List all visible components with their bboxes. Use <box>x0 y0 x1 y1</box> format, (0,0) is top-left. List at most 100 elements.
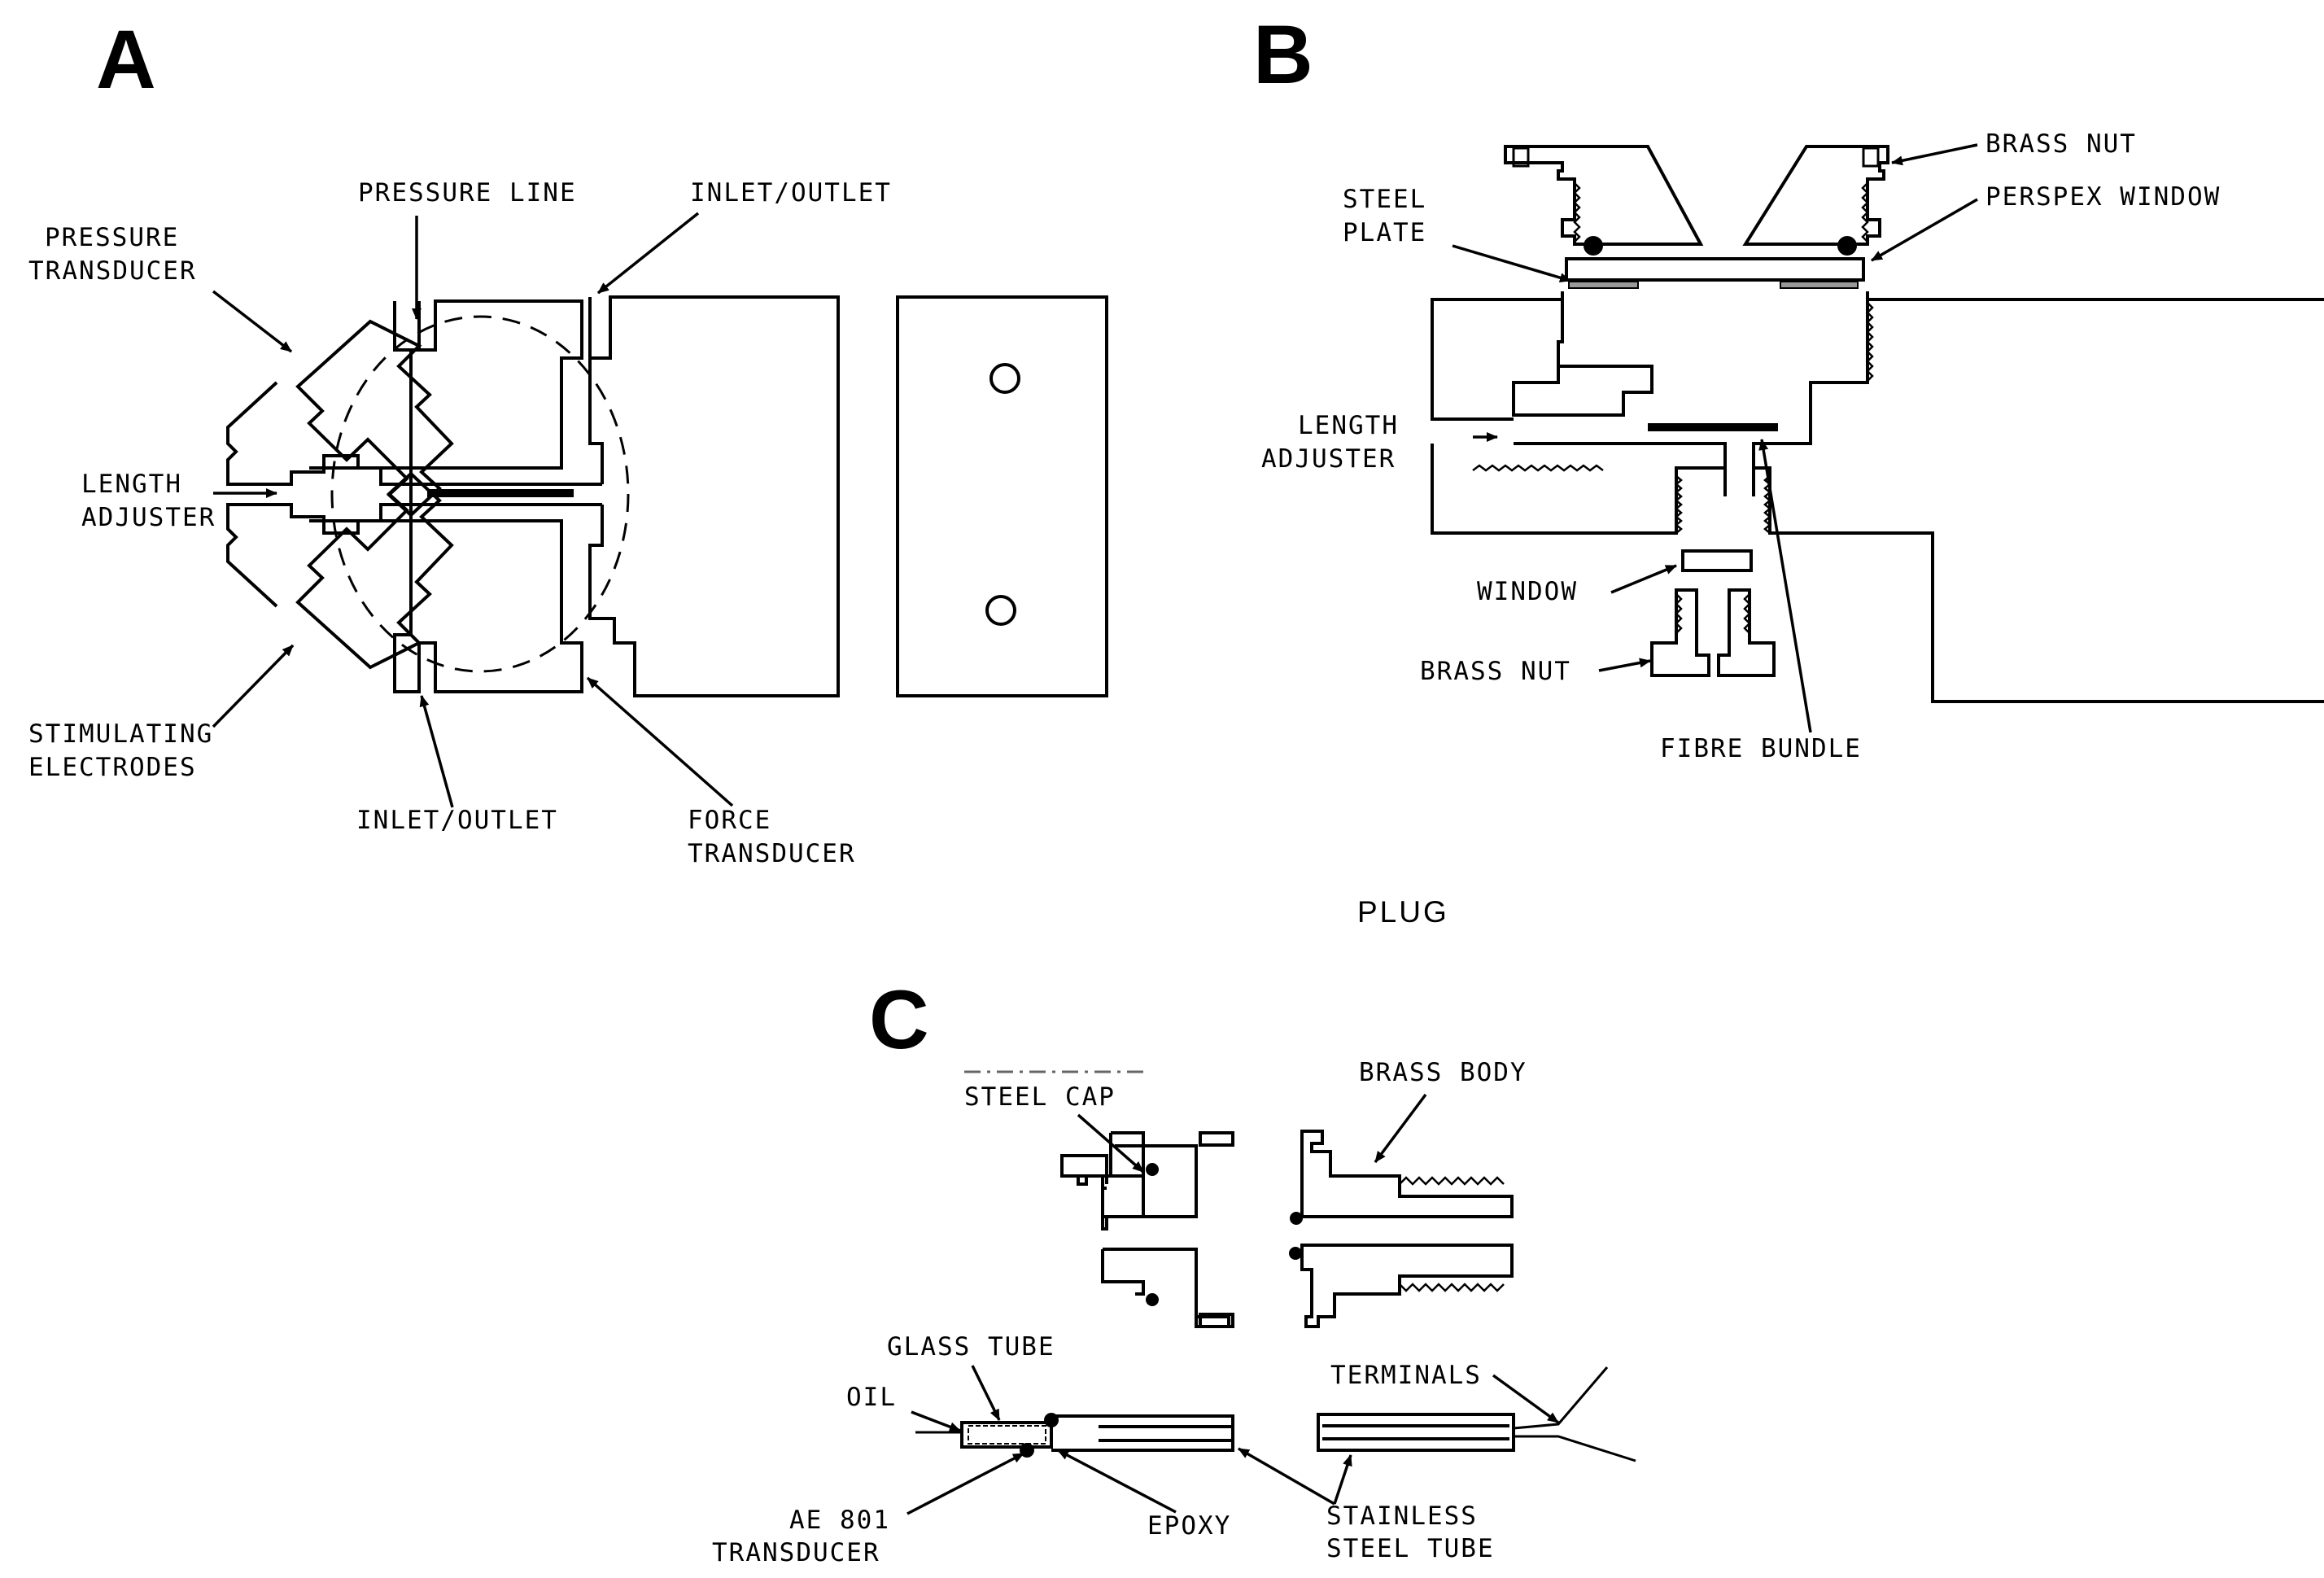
arrow-stainless-left <box>1238 1447 1335 1506</box>
panel-a-letter: A <box>96 13 156 106</box>
bottom-window-shape <box>1681 549 1753 572</box>
arrow-force-transducer <box>586 676 734 807</box>
label-brass-nut-top: BRASS NUT <box>1985 129 2137 159</box>
arrow-pressure-transducer <box>212 290 293 353</box>
nut-threads-right <box>1861 182 1869 243</box>
label-brass-body: BRASS BODY <box>1359 1058 1527 1087</box>
label-oil: OIL <box>846 1383 897 1412</box>
steel-cap-lower-tab <box>1199 1313 1234 1328</box>
label-stainless-1: STAINLESS <box>1326 1502 1478 1531</box>
label-stimulating-electrodes-1: STIMULATING <box>28 719 213 749</box>
arrow-brass-nut-bottom <box>1598 658 1651 672</box>
label-fibre-bundle: FIBRE BUNDLE <box>1660 734 1862 763</box>
label-brass-nut-bottom: BRASS NUT <box>1420 657 1571 686</box>
arrow-steel-cap <box>1077 1113 1145 1174</box>
nut-slot-left <box>1512 146 1530 168</box>
brass-body-lower-dot <box>1289 1247 1302 1260</box>
label-perspex-window: PERSPEX WINDOW <box>1985 182 2221 212</box>
lower-electrode-holder <box>295 471 454 670</box>
panel-b-letter: B <box>1253 8 1313 101</box>
arrow-brass-nut-top <box>1891 143 1978 166</box>
steel-cap-upper-tab <box>1199 1131 1234 1147</box>
perspex-window-shape <box>1565 257 1865 282</box>
label-terminals: TERMINALS <box>1330 1361 1482 1390</box>
brass-nut-bottom-right <box>1717 588 1776 677</box>
lower-chamber-block <box>393 519 583 693</box>
steel-plate-left <box>1568 281 1639 289</box>
brass-body-upper <box>1300 1130 1514 1218</box>
o-ring-left <box>1584 236 1603 256</box>
label-length-adjuster-2: ADJUSTER <box>1261 444 1396 474</box>
label-inlet-outlet-top: INLET/OUTLET <box>690 178 892 208</box>
chamber-body-right <box>1752 299 2324 703</box>
upper-chamber-block <box>393 299 583 470</box>
label-length-adjuster-2: ADJUSTER <box>81 503 216 532</box>
brass-nut-top-right <box>1742 145 1889 246</box>
label-glass-tube: GLASS TUBE <box>887 1332 1055 1362</box>
glass-tube-shape <box>960 1421 1053 1449</box>
panel-b: B BRASS NUT PERSPEX WINDO <box>1253 8 2324 929</box>
label-pressure-transducer-1: PRESSURE <box>45 223 179 252</box>
arrow-stimulating-electrodes <box>212 644 295 728</box>
label-pressure-transducer-2: TRANSDUCER <box>28 256 197 286</box>
label-epoxy: EPOXY <box>1147 1511 1231 1541</box>
arrow-ae801 <box>906 1452 1024 1515</box>
terminal-wires <box>1513 1366 1636 1462</box>
label-steel-cap: STEEL CAP <box>964 1082 1116 1112</box>
panel-c-letter: C <box>869 973 929 1066</box>
arrow-steel-plate <box>1452 244 1571 283</box>
length-adjuster-threads <box>1472 464 1604 472</box>
brass-body-lower <box>1300 1244 1514 1328</box>
brass-body-upper-dot <box>1290 1212 1303 1225</box>
arrow-inlet-outlet-bottom <box>419 695 454 808</box>
o-ring-right <box>1837 236 1857 256</box>
label-steel-plate-1: STEEL <box>1343 185 1426 214</box>
panel-a: A PRESSURE LINE INLET/OUTLET PRESSURE TR… <box>28 13 1108 868</box>
mounting-plate <box>896 295 1108 697</box>
label-inlet-outlet-bottom: INLET/OUTLET <box>356 806 558 835</box>
label-stainless-2: STEEL TUBE <box>1326 1534 1495 1563</box>
label-ae801-1: AE 801 <box>789 1506 890 1535</box>
arrow-oil <box>911 1410 961 1432</box>
steel-cap-block-upper <box>1101 1144 1198 1218</box>
plate-hole-bottom <box>985 595 1016 626</box>
label-stimulating-electrodes-2: ELECTRODES <box>28 753 197 782</box>
steel-cap-lower-dot <box>1146 1293 1159 1306</box>
arrow-inlet-outlet-top <box>596 212 700 295</box>
label-force-transducer-2: TRANSDUCER <box>688 839 856 868</box>
ae801-transducer-element <box>968 1425 1046 1445</box>
upper-length-block <box>226 381 413 522</box>
arrow-perspex-window <box>1871 198 1978 262</box>
steel-plate-right <box>1780 281 1859 289</box>
label-force-transducer-1: FORCE <box>688 806 771 835</box>
arrow-brass-body <box>1374 1093 1427 1164</box>
label-plug: PLUG <box>1357 895 1449 929</box>
chamber-body-left <box>1431 299 1727 535</box>
arrow-epoxy <box>1057 1449 1177 1514</box>
label-length-adjuster-1: LENGTH <box>1298 411 1399 440</box>
brass-body-lower-threads <box>1399 1283 1505 1292</box>
chamber-dashed-outline <box>330 315 630 673</box>
bottom-nut-threads-right <box>1743 593 1751 634</box>
stainless-tube-left <box>1051 1414 1234 1452</box>
bottom-nut-threads-left <box>1675 593 1683 634</box>
brass-nut-top-left <box>1504 145 1704 246</box>
panel-c: C STEEL CAP BRASS BODY GLASS TUBE OIL <box>712 973 1636 1567</box>
label-window: WINDOW <box>1477 577 1578 606</box>
arrow-fibre-bundle <box>1758 439 1812 733</box>
port-threads-left <box>1675 475 1683 534</box>
arrow-window <box>1610 564 1677 594</box>
nut-threads-left <box>1573 182 1581 243</box>
body-threads-right <box>1866 302 1874 382</box>
arrow-glass-tube <box>971 1365 1001 1421</box>
brass-nut-bottom-left <box>1650 588 1710 677</box>
arrow-terminals <box>1492 1374 1560 1424</box>
label-ae801-2: TRANSDUCER <box>712 1538 880 1567</box>
steel-cap-upper-dot <box>1146 1163 1159 1176</box>
brass-body-upper-threads <box>1399 1176 1505 1186</box>
central-port <box>1723 444 1755 496</box>
force-transducer-block <box>588 295 840 697</box>
chamber-body-outline <box>1431 291 2324 301</box>
stainless-tube-right <box>1317 1413 1515 1452</box>
